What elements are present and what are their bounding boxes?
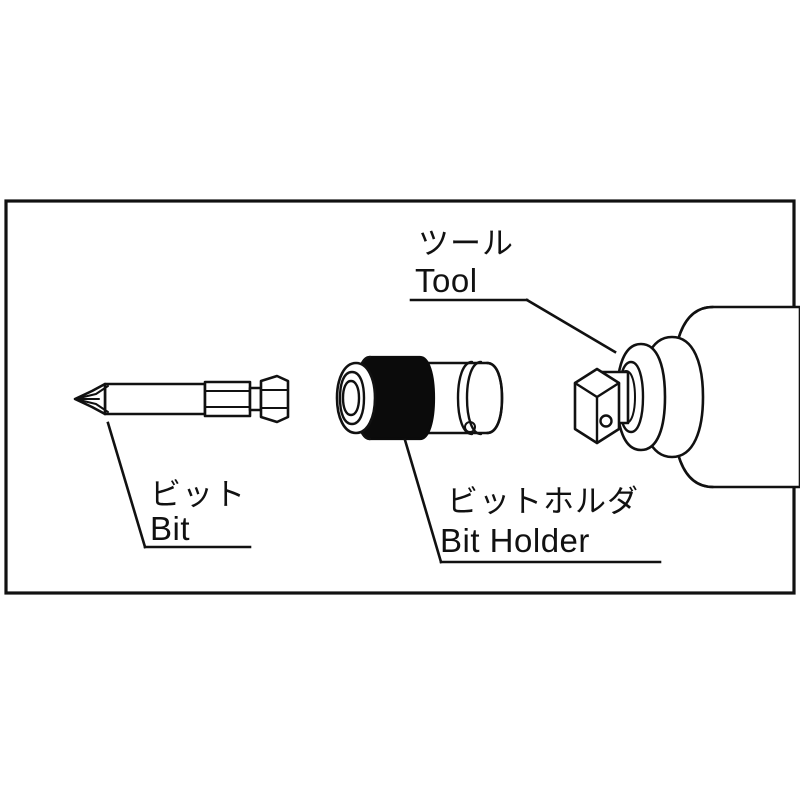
bit-holder-detent-ball [464,421,476,433]
bit-tip-flute-lower [74,398,109,413]
bit-holder-socket-collar [335,361,377,435]
leader-line-bit-holder [403,438,443,564]
bit-hex-tail [259,374,290,424]
part-bit [73,374,290,424]
part-tool [573,305,800,489]
bit-holder-socket-bore [341,379,361,417]
label-bit-holder-en: Bit Holder [440,522,590,559]
leader-line-tool [525,298,617,354]
bit-tip-flute-upper [74,385,109,400]
label-bit-holder-jp: ビットホルダ [447,484,639,519]
label-bit-jp: ビット [150,477,246,512]
label-tool-jp: ツール [418,226,514,261]
tool-detent-ball-hole [599,414,613,428]
bit-holder-socket-ring-outer [338,370,366,426]
leader-line-bit [106,421,147,549]
bit-retaining-groove [248,386,263,412]
label-tool-en: Tool [415,262,478,299]
leader-lines [106,298,662,564]
part-bit-holder [335,355,504,441]
bit-shank [103,382,207,416]
bit-hex-section [203,380,252,418]
bit-holder-right-end-face [485,361,504,435]
labels: ビット Bit ビットホルダ Bit Holder ツール Tool [150,226,639,559]
label-bit-en: Bit [150,510,190,547]
